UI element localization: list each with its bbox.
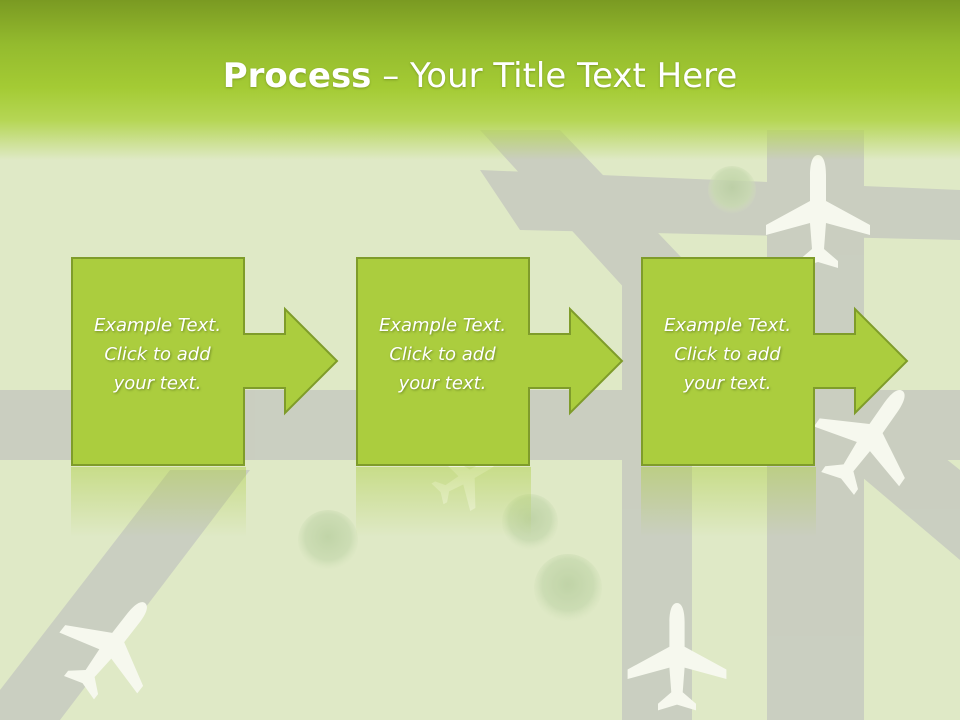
step-text-line-3: your text. [398, 373, 487, 394]
step-reflection [71, 467, 246, 537]
process-step-1[interactable]: Example Text. Click to add your text. [71, 257, 371, 467]
step-text-line-3: your text. [113, 373, 202, 394]
step-text-line-1: Example Text. [378, 315, 507, 336]
step-text[interactable]: Example Text. Click to add your text. [356, 311, 529, 398]
header-band [0, 0, 960, 160]
step-arrow-shape [71, 257, 339, 466]
step-text-line-1: Example Text. [663, 315, 792, 336]
step-text[interactable]: Example Text. Click to add your text. [641, 311, 814, 398]
step-arrow-shape [641, 257, 909, 466]
step-text-line-2: Click to add [104, 344, 211, 365]
title-rest: – Your Title Text Here [371, 56, 738, 96]
step-reflection [641, 467, 816, 537]
step-text-line-2: Click to add [389, 344, 496, 365]
step-reflection [356, 467, 531, 537]
step-text[interactable]: Example Text. Click to add your text. [71, 311, 244, 398]
step-text-line-2: Click to add [674, 344, 781, 365]
step-arrow-shape [356, 257, 624, 466]
process-step-3[interactable]: Example Text. Click to add your text. [641, 257, 941, 467]
step-text-line-1: Example Text. [93, 315, 222, 336]
step-text-line-3: your text. [683, 373, 772, 394]
title-bold: Process [222, 56, 372, 96]
slide-title[interactable]: Process – Your Title Text Here [0, 54, 960, 98]
process-step-2[interactable]: Example Text. Click to add your text. [356, 257, 656, 467]
